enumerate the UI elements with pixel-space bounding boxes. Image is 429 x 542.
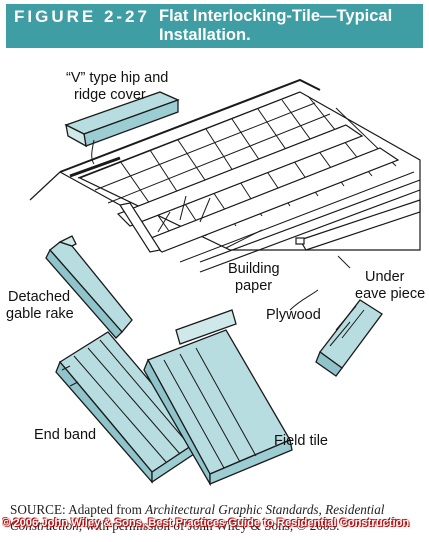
source-citation: SOURCE: Adapted from Architectural Graph… xyxy=(10,502,425,534)
gable-edge xyxy=(119,202,161,253)
source-book: Architectural Graphic Standards, Residen… xyxy=(10,502,385,533)
detached-gable-rake xyxy=(45,235,133,339)
hip-ridge-line xyxy=(59,78,321,173)
under-eave-piece xyxy=(315,299,383,377)
figure-title: Flat Interlocking-Tile—Typical Installat… xyxy=(151,4,423,48)
end-band xyxy=(55,331,201,484)
callout-hip-ridge-cover-line1: “V” type hip and xyxy=(66,70,169,86)
callout-building-paper-line1: Building xyxy=(228,261,280,277)
callout-gable-rake-line2: gable rake xyxy=(6,306,74,322)
hip-ridge-cover xyxy=(64,91,180,148)
figure-label: FIGURE 2-27 xyxy=(6,4,152,48)
callout-building-paper-line2: paper xyxy=(235,278,273,294)
plywood-edge xyxy=(199,179,421,263)
copyright-watermark: © 2006 John Wiley & Sons, Best Practices… xyxy=(2,517,410,529)
callout-gable-rake-line1: Detached xyxy=(8,289,71,305)
callout-hip-ridge-cover-line2: ridge cover xyxy=(74,87,146,103)
field-tile xyxy=(143,309,293,487)
source-prefix: SOURCE: Adapted from xyxy=(10,502,146,517)
callout-under-eave-line2: eave piece xyxy=(355,286,426,302)
callout-under-eave-line1: Under xyxy=(365,269,405,285)
callout-field-tile: Field tile xyxy=(274,433,328,449)
callout-plywood: Plywood xyxy=(266,307,321,323)
callout-end-band: End band xyxy=(34,427,97,443)
leader-lines xyxy=(91,139,351,311)
source-suffix: with permission of John Wiley & Sons, © … xyxy=(82,518,340,533)
